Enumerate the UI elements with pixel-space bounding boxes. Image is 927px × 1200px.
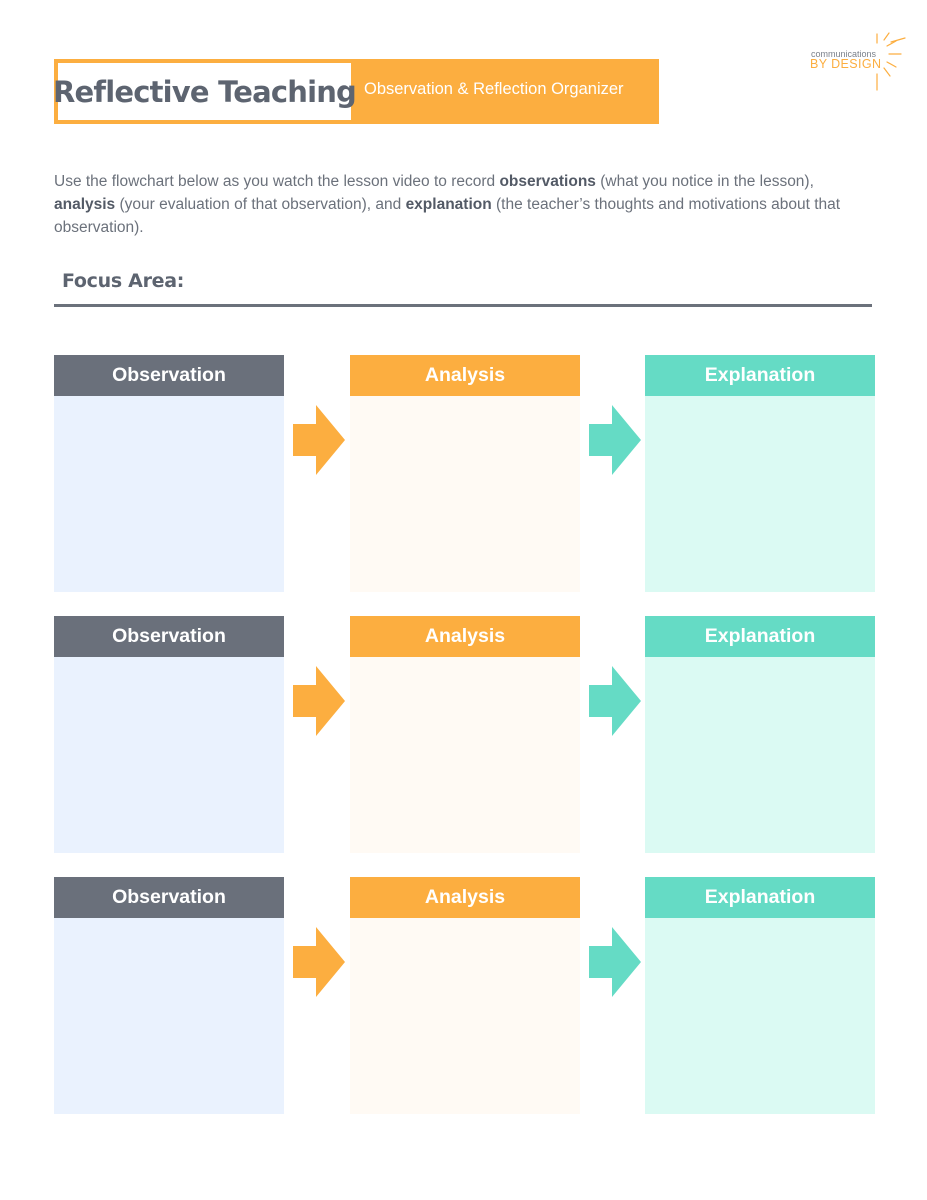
- brand-logo: communications BY DESIGN: [805, 30, 910, 94]
- arrow-right-icon: [589, 405, 641, 475]
- analysis-header: Analysis: [350, 616, 580, 657]
- explanation-box[interactable]: [645, 657, 875, 853]
- observation-header: Observation: [54, 616, 284, 657]
- explanation-box[interactable]: [645, 918, 875, 1114]
- page-title: Reflective Teaching: [52, 74, 357, 109]
- analysis-header: Analysis: [350, 355, 580, 396]
- instructions-term-explanation: explanation: [405, 196, 492, 213]
- instructions-text: (what you notice in the lesson),: [595, 173, 814, 190]
- explanation-box[interactable]: [645, 396, 875, 592]
- arrow-right-icon: [589, 927, 641, 997]
- observation-box[interactable]: [54, 657, 284, 853]
- observation-box[interactable]: [54, 918, 284, 1114]
- instructions-text: (the teacher’s thoughts and motivations …: [54, 196, 841, 236]
- analysis-header: Analysis: [350, 877, 580, 918]
- arrow-right-icon: [589, 666, 641, 736]
- arrow-right-icon: [293, 405, 345, 475]
- analysis-box[interactable]: [350, 657, 580, 853]
- arrow-right-icon: [293, 666, 345, 736]
- sunburst-icon: [876, 32, 906, 91]
- explanation-header: Explanation: [645, 616, 875, 657]
- focus-area-label: Focus Area:: [62, 270, 185, 292]
- instructions-text: Use the flowchart below as you watch the…: [54, 173, 500, 190]
- logo-text-bottom: BY DESIGN: [810, 57, 882, 71]
- analysis-box[interactable]: [350, 396, 580, 592]
- explanation-header: Explanation: [645, 355, 875, 396]
- instructions-paragraph: Use the flowchart below as you watch the…: [54, 170, 869, 239]
- title-box: Reflective Teaching: [53, 63, 357, 120]
- focus-area-line[interactable]: [54, 304, 872, 307]
- instructions-term-observations: observations: [499, 173, 596, 190]
- arrow-right-icon: [293, 927, 345, 997]
- instructions-term-analysis: analysis: [54, 196, 116, 213]
- logo-text-top: communications: [811, 49, 877, 59]
- page-subtitle: Observation & Reflection Organizer: [364, 80, 624, 98]
- explanation-header: Explanation: [645, 877, 875, 918]
- observation-header: Observation: [54, 355, 284, 396]
- analysis-box[interactable]: [350, 918, 580, 1114]
- instructions-text: (your evaluation of that observation), a…: [115, 196, 406, 213]
- observation-box[interactable]: [54, 396, 284, 592]
- observation-header: Observation: [54, 877, 284, 918]
